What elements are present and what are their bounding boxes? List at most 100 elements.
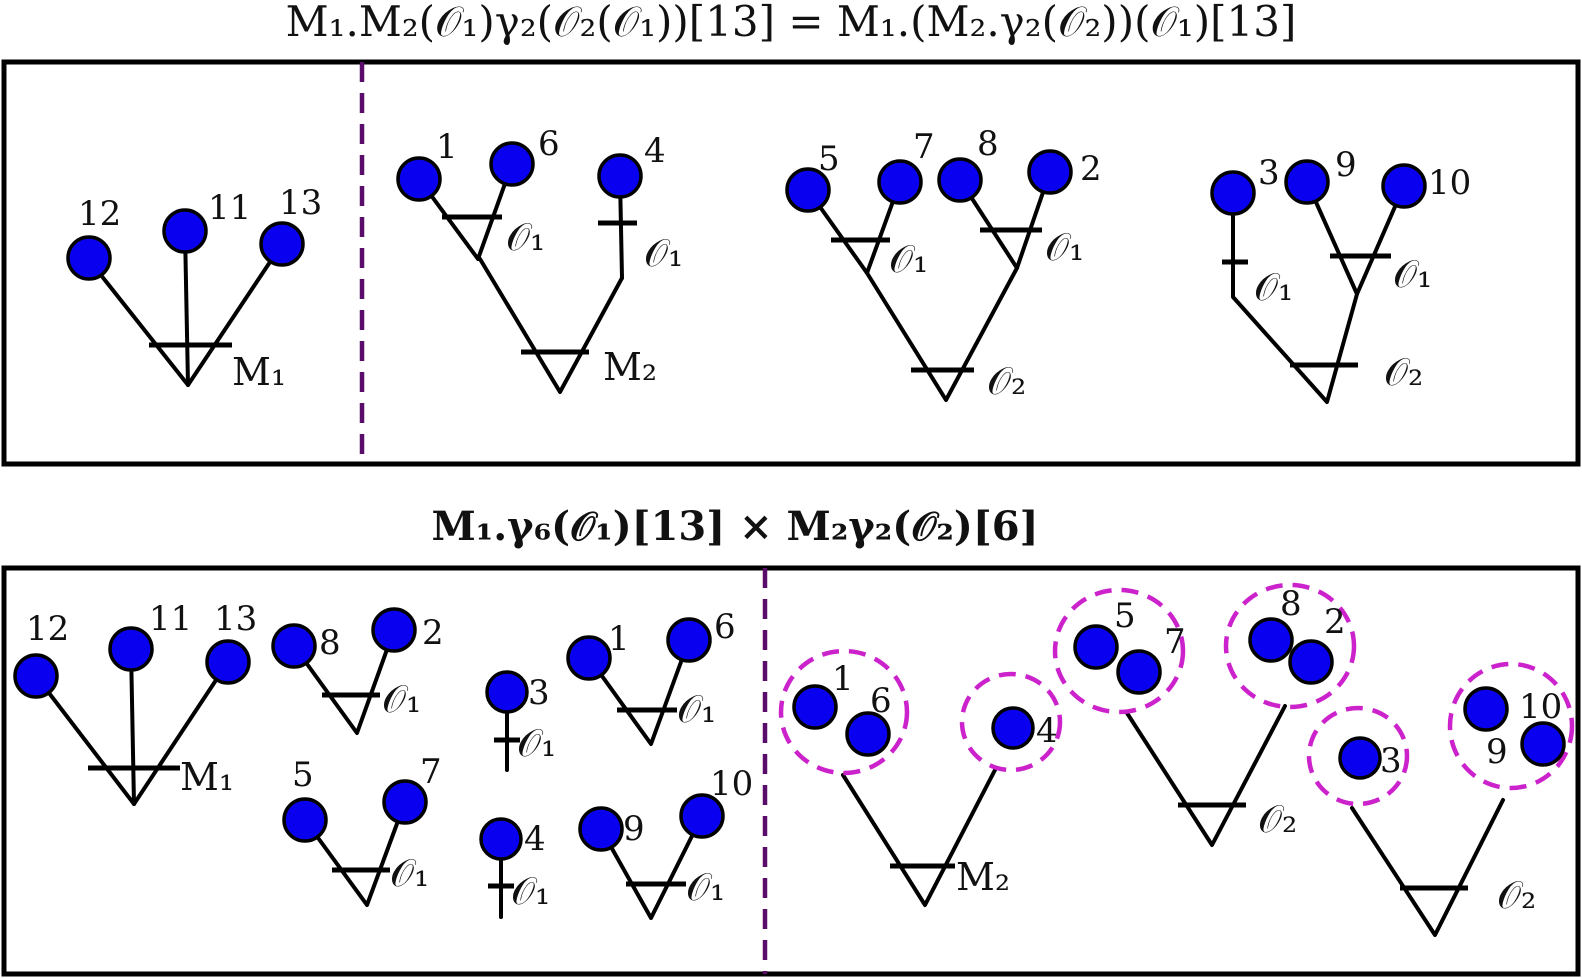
tree-top-M1: 12 11 13 M₁ (66, 183, 322, 394)
leaf-node (1520, 721, 1566, 767)
leaf-number: 10 (710, 764, 753, 804)
tree-top-O2-a: 5 7 8 2 𝒪₁ 𝒪₁ 𝒪₂ (785, 124, 1102, 403)
leaf-node (479, 817, 523, 861)
tree-bottom-O2-b: 3 10 9 𝒪₂ (1306, 661, 1575, 937)
leaf-node (259, 221, 305, 267)
leaf-number: 3 (1258, 153, 1280, 193)
leaf-number: 8 (1280, 584, 1302, 624)
leaf-number: 7 (1164, 622, 1186, 662)
bottom-formula: M₁.γ₆(𝒪₁)[13] × M₂γ₂(𝒪₂)[6] (431, 503, 1038, 550)
leaf-number: 12 (26, 609, 69, 649)
tree-label-M2: M₂ (956, 855, 1010, 899)
leaf-number: 2 (422, 613, 444, 653)
tree-label-O1: 𝒪₁ (677, 687, 716, 731)
leaf-number: 6 (870, 681, 892, 721)
leaf-node (785, 167, 831, 213)
leaf-node (13, 653, 59, 699)
leaf-number: 9 (1486, 732, 1508, 772)
leaf-node (792, 684, 838, 730)
tree-label-O1: 𝒪₁ (644, 231, 683, 275)
tree-top-O2-b: 3 9 10 𝒪₁ 𝒪₁ 𝒪₂ (1210, 145, 1471, 404)
tree-label-O1: 𝒪₁ (1045, 225, 1084, 269)
tree-bottom-O1-1-6: 1 6 𝒪₁ (566, 607, 736, 746)
leaf-node (1284, 159, 1330, 205)
leaf-node (937, 157, 983, 203)
leaf-node (1027, 149, 1073, 195)
leaf-group-ring (1447, 661, 1575, 791)
leaf-node (1210, 170, 1256, 216)
bottom-panel (1, 565, 1581, 977)
tree-label-O1: 𝒪₁ (686, 865, 725, 909)
leaf-node (489, 141, 535, 187)
tree-bottom-O1-3: 3 𝒪₁ (485, 670, 556, 772)
tree-bottom-O1-5-7: 5 7 𝒪₁ (282, 752, 442, 907)
leaf-node (396, 156, 442, 202)
top-panel (1, 59, 1581, 467)
leaf-group-ring (1052, 587, 1186, 715)
leaf-number: 4 (1036, 711, 1058, 751)
tree-label-M1: M₁ (180, 755, 234, 799)
tree-label-O2: 𝒪₂ (1258, 797, 1297, 841)
leaf-number: 7 (420, 752, 442, 792)
leaf-number: 5 (1114, 596, 1136, 636)
tree-bottom-O2-a: 5 7 8 2 𝒪₂ (1052, 582, 1357, 847)
leaf-node (382, 779, 428, 825)
leaf-number: 2 (1080, 149, 1102, 189)
tree-label-M1: M₁ (232, 350, 286, 394)
leaf-number: 8 (977, 124, 999, 164)
leaf-number: 7 (913, 127, 935, 167)
leaf-number: 3 (528, 673, 550, 713)
leaf-number: 1 (832, 659, 854, 699)
leaf-number: 4 (524, 819, 546, 859)
leaf-number: 10 (1519, 687, 1562, 727)
leaf-number: 6 (714, 607, 736, 647)
leaf-node (845, 711, 891, 757)
tree-label-O1: 𝒪₁ (382, 677, 421, 721)
leaf-node (1463, 686, 1509, 732)
leaf-node (282, 797, 328, 843)
tree-label-O1: 𝒪₁ (1254, 265, 1293, 309)
leaf-node (1073, 624, 1119, 670)
leaf-number: 10 (1428, 163, 1471, 203)
leaf-number: 3 (1380, 741, 1402, 781)
leaf-node (162, 208, 208, 254)
leaf-node (66, 235, 112, 281)
leaf-number: 1 (436, 127, 458, 167)
top-formula: M₁.M₂(𝒪₁)γ₂(𝒪₂(𝒪₁))[13] = M₁.(M₂.γ₂(𝒪₂))… (286, 0, 1297, 46)
leaf-group-ring (778, 648, 910, 776)
leaf-number: 5 (292, 755, 314, 795)
tree-bottom-O1-4: 4 𝒪₁ (479, 817, 550, 919)
leaf-group-ring (959, 671, 1063, 773)
leaf-number: 13 (214, 599, 257, 639)
leaf-number: 12 (78, 194, 121, 234)
leaf-node (991, 706, 1035, 750)
leaf-node (205, 639, 251, 685)
leaf-group-ring (1306, 705, 1410, 807)
leaf-node (679, 793, 725, 839)
leaf-node (1288, 639, 1334, 685)
leaf-node (1381, 163, 1427, 209)
tree-label-O1: 𝒪₁ (517, 721, 556, 765)
leaf-number: 9 (1335, 145, 1357, 185)
leaf-node (877, 159, 923, 205)
leaf-node (578, 806, 624, 852)
leaf-node (485, 670, 529, 714)
leaf-number: 1 (608, 619, 630, 659)
tree-label-O1: 𝒪₁ (511, 869, 550, 913)
leaf-node (271, 623, 317, 669)
tree-label-O1: 𝒪₁ (390, 851, 429, 895)
leaf-node (566, 635, 612, 681)
leaf-number: 5 (818, 139, 840, 179)
leaf-node (1116, 649, 1162, 695)
tree-top-M2: 1 6 4 𝒪₁ 𝒪₁ M₂ (396, 124, 683, 394)
leaf-node (108, 626, 154, 672)
tree-bottom-O1-9-10: 9 10 𝒪₁ (578, 764, 753, 920)
leaf-number: 6 (538, 124, 560, 164)
tree-label-O2: 𝒪₂ (987, 359, 1026, 403)
leaf-number: 2 (1324, 602, 1346, 642)
leaf-number: 8 (319, 623, 341, 663)
tree-label-O1: 𝒪₁ (1393, 252, 1432, 296)
leaf-number: 11 (149, 599, 192, 639)
tree-label-O1: 𝒪₁ (506, 215, 545, 259)
